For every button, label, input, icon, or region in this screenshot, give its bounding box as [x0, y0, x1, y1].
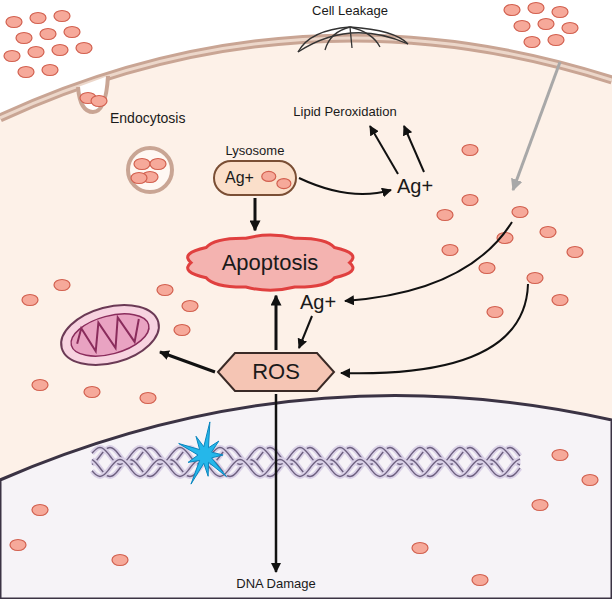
nanoparticle: [84, 387, 100, 398]
node-heading: Lysosome: [226, 144, 285, 159]
cloud-shape: [187, 235, 352, 290]
mitochondrion: [54, 295, 165, 375]
ion-label: Ag+: [300, 291, 336, 314]
ion-label: Ag+: [397, 175, 433, 198]
dna-strand: [92, 459, 520, 476]
nanoparticle: [552, 450, 568, 461]
ros-hexagon: ROS: [217, 352, 335, 392]
process-label: DNA Damage: [236, 577, 315, 592]
cytoplasm: [0, 38, 612, 599]
nanoparticle: [552, 295, 568, 306]
nanoparticle: [52, 45, 68, 56]
nanoparticle: [140, 393, 156, 404]
nanoparticle: [567, 247, 583, 258]
leakage-pores: [298, 27, 408, 52]
nanoparticle: [157, 285, 173, 296]
nanoparticle: [76, 43, 92, 54]
nanoparticle: [412, 543, 428, 554]
nanoparticle: [277, 179, 291, 189]
nanoparticle: [54, 280, 70, 291]
nanoparticle: [10, 540, 26, 551]
lysosome-capsule: LysosomeAg+: [213, 160, 297, 196]
nanoparticle: [32, 380, 48, 391]
nanoparticle: [512, 207, 528, 218]
nanoparticle: [32, 505, 48, 516]
nanoparticle: [91, 96, 107, 107]
nanoparticle: [28, 47, 44, 58]
node-label: ROS: [252, 359, 300, 384]
nanoparticle: [462, 145, 478, 156]
process-label: Lipid Peroxidation: [293, 105, 396, 120]
pathway-connector: [254, 198, 257, 230]
nanoparticle: [30, 13, 46, 24]
nanoparticle: [442, 245, 458, 256]
vesicle: [128, 148, 172, 192]
nanoparticle: [548, 35, 564, 46]
nanoparticle: [54, 11, 70, 22]
nanoparticle: [182, 301, 198, 312]
entry-arrow: [513, 62, 560, 190]
nanoparticle: [131, 173, 147, 184]
nanoparticle: [582, 475, 598, 486]
node-label: Ag+: [225, 169, 254, 187]
nanoparticle: [527, 273, 543, 284]
damage-burst: [179, 422, 227, 484]
nanoparticle: [262, 171, 276, 181]
pathway-arrows: [160, 126, 528, 572]
damage-burst-shape: [179, 422, 227, 484]
nucleus: [0, 396, 612, 599]
nanoparticle: [18, 67, 34, 78]
nanoparticle: [437, 210, 453, 221]
nanoparticle: [538, 19, 554, 30]
hexagon-shape: [218, 353, 334, 391]
nanoparticle: [528, 3, 544, 14]
process-label: Cell Leakage: [312, 4, 388, 19]
nanoparticle: [472, 575, 488, 586]
silver-nanoparticles: [4, 3, 598, 586]
nanoparticle: [64, 27, 80, 38]
nanoparticle: [134, 159, 150, 170]
dna-strand-back: [92, 459, 520, 476]
nanoparticle: [540, 227, 556, 238]
endocytosis-pit: [78, 76, 108, 112]
nanoparticle: [504, 5, 520, 16]
nanoparticle: [462, 195, 478, 206]
node-label: Apoptosis: [222, 250, 319, 275]
nanoparticle: [174, 325, 190, 336]
nanoparticle: [562, 23, 578, 34]
process-label: Endocytosis: [110, 110, 185, 126]
dna-strands: [92, 448, 520, 477]
nanoparticle: [487, 307, 503, 318]
nanoparticle: [16, 33, 32, 44]
dna-strand: [92, 459, 520, 476]
nanoparticle: [42, 65, 58, 76]
nanoparticle: [532, 500, 548, 511]
nanoparticle: [150, 159, 166, 170]
nanoparticle: [479, 263, 495, 274]
nanoparticle: [514, 21, 530, 32]
nanoparticle: [4, 51, 20, 62]
nanoparticle: [524, 37, 540, 48]
dna-strand-back: [92, 459, 520, 476]
nanoparticle: [40, 29, 56, 40]
nanoparticle: [22, 295, 38, 306]
nanoparticle: [112, 555, 128, 566]
nanoparticle: [552, 7, 568, 18]
apoptosis-cloud: Apoptosis: [187, 233, 354, 292]
pathway-connector: [275, 296, 278, 350]
nanoparticle: [6, 17, 22, 28]
